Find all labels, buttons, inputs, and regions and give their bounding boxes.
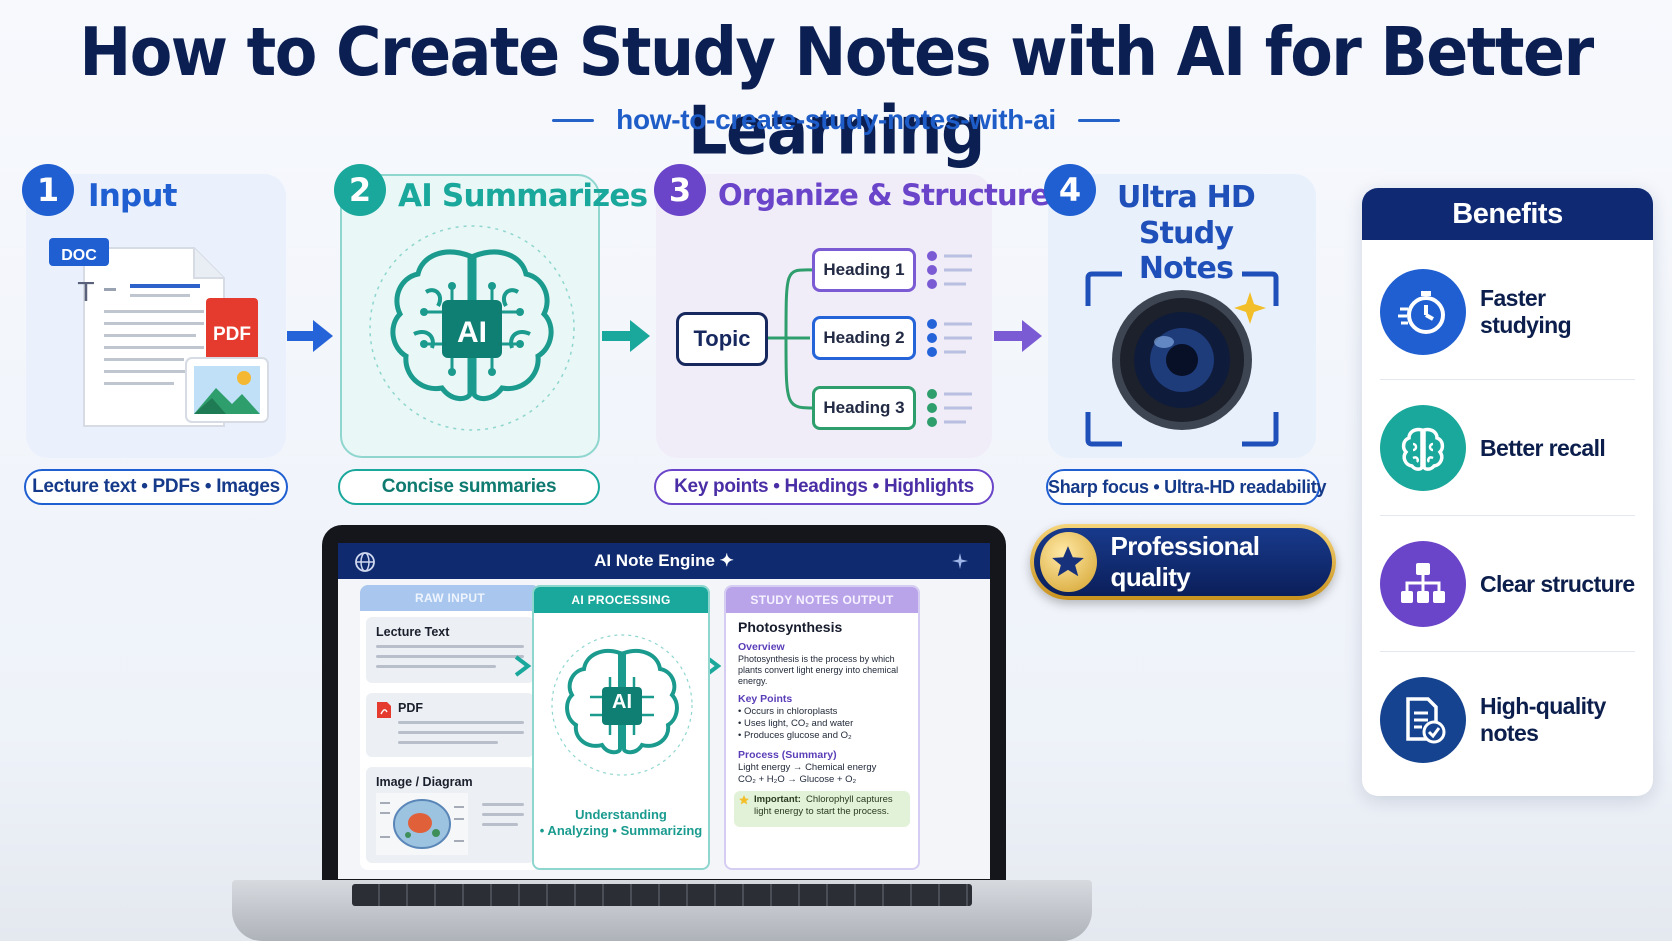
card-label: PDF bbox=[398, 701, 423, 715]
app-title-bar: AI Note Engine ✦ bbox=[338, 543, 990, 579]
benefit-item: Clear structure bbox=[1380, 516, 1635, 652]
study-notes-output-column: STUDY NOTES OUTPUT Photosynthesis Overvi… bbox=[724, 585, 920, 870]
overview-text: Photosynthesis is the process by which p… bbox=[738, 654, 899, 686]
document-check-icon bbox=[1380, 677, 1466, 763]
step-1-title: Input bbox=[88, 178, 177, 214]
chevron-right-icon bbox=[704, 655, 722, 677]
stopwatch-icon bbox=[1380, 269, 1466, 355]
arrow-right-icon bbox=[602, 320, 650, 352]
ai-chip-label: AI bbox=[612, 691, 632, 713]
globe-icon bbox=[355, 552, 375, 572]
step-3-caption: Key points • Headings • Highlights bbox=[654, 469, 994, 505]
pdf-card: PDF bbox=[366, 693, 534, 757]
slug-line-left bbox=[552, 118, 595, 122]
benefit-label: Clear structure bbox=[1480, 570, 1635, 597]
key-point: • Produces glucose and O₂ bbox=[738, 730, 852, 741]
process-line: Light energy → Chemical energy bbox=[738, 762, 877, 773]
brain-icon bbox=[1380, 405, 1466, 491]
card-label: Lecture Text bbox=[376, 625, 450, 639]
laptop-base bbox=[232, 880, 1092, 941]
step-3-title: Organize & Structure bbox=[718, 178, 1050, 212]
heading-node: Heading 1 bbox=[812, 248, 916, 292]
benefit-item: High-quality notes bbox=[1380, 652, 1635, 788]
process-line: CO₂ + H₂O → Glucose + O₂ bbox=[738, 774, 857, 785]
step-ultra-hd-panel bbox=[1048, 174, 1316, 458]
step-2-title: AI Summarizes bbox=[398, 178, 648, 214]
step-1-caption: Lecture text • PDFs • Images bbox=[24, 469, 288, 505]
important-callout: Important: Chlorophyll captures light en… bbox=[734, 791, 910, 827]
star-icon bbox=[739, 795, 749, 805]
ai-chip-label: AI bbox=[457, 316, 487, 349]
sparkle-icon bbox=[952, 553, 968, 569]
arrow-right-icon bbox=[994, 320, 1042, 352]
step-3-number: 3 bbox=[654, 164, 706, 216]
divider bbox=[1380, 515, 1635, 516]
benefit-item: Better recall bbox=[1380, 380, 1635, 516]
laptop-screen: AI Note Engine ✦ RAW INPUT Lecture Text … bbox=[338, 543, 990, 879]
ai-processing-header: AI PROCESSING bbox=[534, 587, 708, 613]
slug-text: how-to-create-study-notes-with-ai bbox=[616, 104, 1056, 135]
documents-icon bbox=[49, 238, 269, 427]
step-4-number: 4 bbox=[1044, 164, 1096, 216]
overview-heading: Overview bbox=[738, 641, 785, 653]
card-label: Image / Diagram bbox=[376, 775, 473, 789]
important-label: Important: bbox=[754, 794, 801, 805]
keyboard bbox=[352, 884, 972, 906]
process-heading: Process (Summary) bbox=[738, 749, 837, 761]
divider bbox=[1380, 651, 1635, 652]
image-diagram-card: Image / Diagram bbox=[366, 767, 534, 863]
benefits-header: Benefits bbox=[1362, 188, 1653, 240]
processing-caption-line1: Understanding bbox=[575, 807, 667, 822]
app-title: AI Note Engine ✦ bbox=[594, 551, 734, 570]
raw-input-column: RAW INPUT Lecture Text PDF Image / Diagr… bbox=[360, 585, 540, 870]
ai-processing-column: AI PROCESSING AI Understanding • Analyzi… bbox=[532, 585, 710, 870]
raw-input-header: RAW INPUT bbox=[360, 585, 540, 611]
badge-label: Professional quality bbox=[1110, 531, 1260, 592]
step-2-number: 2 bbox=[334, 164, 386, 216]
benefits-panel: Benefits Faster studying Better recall bbox=[1362, 188, 1653, 796]
professional-quality-badge: Professional quality bbox=[1030, 524, 1336, 600]
page-title: How to Create Study Notes with AI for Be… bbox=[79, 12, 1594, 170]
arrow-right-icon bbox=[287, 320, 333, 352]
key-point: • Occurs in chloroplasts bbox=[738, 706, 838, 717]
key-points-heading: Key Points bbox=[738, 693, 793, 705]
step-2-caption: Concise summaries bbox=[338, 469, 600, 505]
chevron-right-icon bbox=[514, 655, 532, 677]
divider bbox=[1380, 379, 1635, 380]
benefit-item: Faster studying bbox=[1380, 244, 1635, 380]
hierarchy-icon bbox=[1380, 541, 1466, 627]
heading-node: Heading 2 bbox=[812, 316, 916, 360]
step-4-caption: Sharp focus • Ultra-HD readability bbox=[1046, 469, 1326, 505]
brain-chip-icon bbox=[551, 634, 693, 776]
key-point: • Uses light, CO₂ and water bbox=[738, 718, 854, 729]
pdf-label: PDF bbox=[213, 324, 251, 345]
benefit-label: High-quality notes bbox=[1480, 693, 1606, 746]
slug-line-right bbox=[1077, 118, 1120, 122]
heading-node: Heading 3 bbox=[812, 386, 916, 430]
star-icon bbox=[1040, 532, 1097, 592]
benefit-label: Better recall bbox=[1480, 434, 1606, 461]
step-4-title-line1: Ultra HD bbox=[1116, 180, 1256, 215]
camera-lens-icon bbox=[1085, 271, 1279, 447]
doc-label: DOC bbox=[61, 247, 97, 264]
processing-caption-line2: • Analyzing • Summarizing bbox=[539, 823, 703, 838]
output-header: STUDY NOTES OUTPUT bbox=[726, 587, 918, 613]
step-1-number: 1 bbox=[22, 164, 74, 216]
topic-node: Topic bbox=[676, 312, 768, 366]
step-input-panel: DOC T PDF bbox=[26, 174, 286, 458]
step-summarize-panel: AI bbox=[340, 174, 600, 458]
notes-title: Photosynthesis bbox=[738, 619, 843, 635]
cell-diagram-image bbox=[376, 793, 468, 855]
slug-row: how-to-create-study-notes-with-ai bbox=[0, 104, 1672, 136]
lecture-text-card: Lecture Text bbox=[366, 617, 534, 683]
benefit-label: Faster studying bbox=[1480, 285, 1572, 338]
important-text: Chlorophyll captures light energy to sta… bbox=[754, 794, 893, 817]
brain-chip-icon bbox=[369, 225, 575, 431]
t-glyph: T bbox=[78, 278, 94, 308]
pdf-file-icon bbox=[377, 702, 391, 718]
step-4-title-line2: Study Notes bbox=[1138, 216, 1234, 286]
step-organize-panel: Topic Heading 1 Heading 2 Heading 3 bbox=[656, 174, 992, 458]
